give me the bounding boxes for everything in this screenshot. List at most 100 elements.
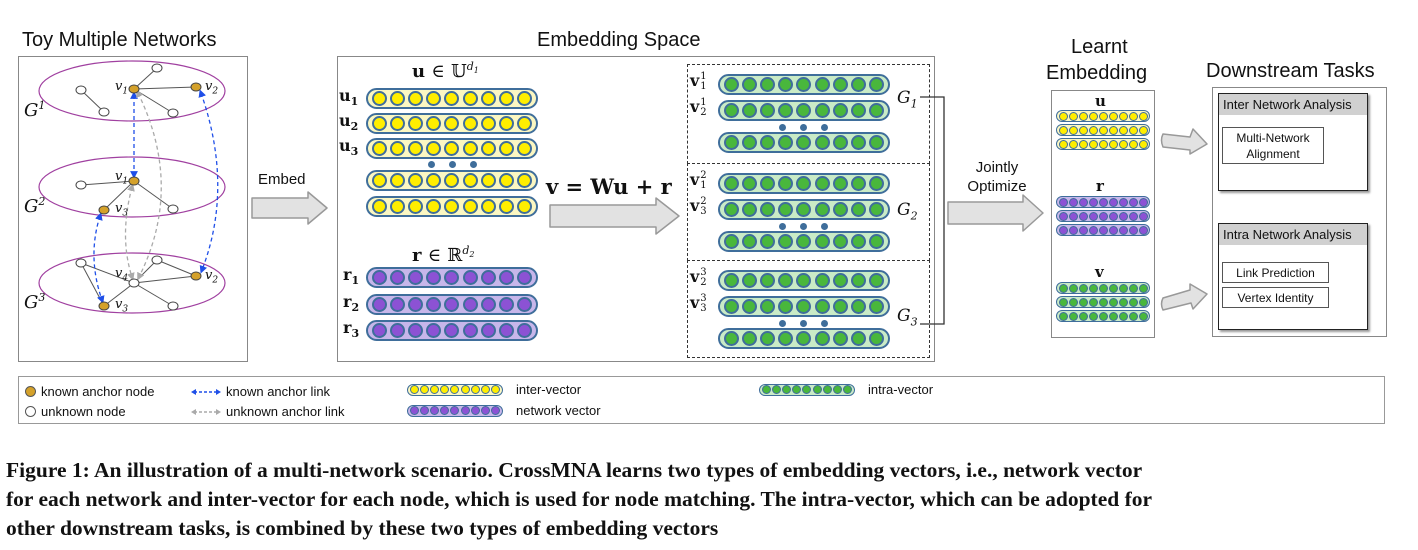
learnt-r-label: r	[1096, 177, 1104, 195]
vector-cell	[389, 173, 405, 188]
vector-cell	[408, 116, 424, 131]
embed-label: Embed	[258, 171, 306, 188]
vector-cell	[1128, 211, 1138, 221]
legend-network-vector: network vector	[407, 403, 601, 418]
known-anchor-link	[93, 212, 105, 304]
link-prediction-task: Link Prediction	[1222, 262, 1329, 283]
vector-cell	[426, 199, 442, 214]
vector-cell	[1088, 111, 1098, 121]
vector-cell	[723, 135, 739, 150]
vector-cell	[1128, 125, 1138, 135]
vector-cell	[1068, 111, 1078, 121]
vector-cell	[408, 141, 424, 156]
known-anchor-link	[198, 89, 219, 274]
known-anchor-link-icon	[191, 388, 221, 395]
vector-cell	[409, 406, 419, 415]
vector-cell	[470, 406, 480, 415]
inter-vector-row	[366, 88, 538, 109]
learnt-u-label: u	[1095, 92, 1106, 110]
vector-cell	[760, 135, 776, 150]
node-label: v2	[205, 268, 219, 286]
vector-cell	[723, 202, 739, 217]
vector-cell	[812, 385, 822, 394]
vector-cell	[408, 270, 424, 285]
vector-cell	[1128, 283, 1138, 293]
learnt-network-vector	[1056, 210, 1150, 222]
legend-known-anchor-link: known anchor link	[191, 384, 330, 399]
vector-cell	[408, 199, 424, 214]
vector-label: u2	[339, 111, 359, 134]
vector-cell	[1088, 283, 1098, 293]
vector-cell	[1138, 139, 1148, 149]
vector-cell	[1128, 111, 1138, 121]
vector-cell	[814, 273, 830, 288]
downstream-tasks-title: Downstream Tasks	[1206, 60, 1375, 82]
vector-cell	[1118, 197, 1128, 207]
vector-cell	[796, 135, 812, 150]
vector-label: r1	[343, 265, 360, 288]
vector-cell	[778, 176, 794, 191]
vector-cell	[771, 385, 781, 394]
vector-cell	[1078, 297, 1088, 307]
vector-cell	[408, 91, 424, 106]
vector-cell	[833, 385, 843, 394]
vector-cell	[832, 273, 848, 288]
toy-networks-panel: G1 G2 G3 v1 v2 v1 v3 v4 v2 v3	[18, 56, 248, 362]
vector-cell	[444, 199, 460, 214]
vector-cell	[371, 173, 387, 188]
vector-cell	[723, 176, 739, 191]
vector-cell	[1058, 311, 1068, 321]
vector-cell	[470, 385, 480, 394]
vector-cell	[869, 202, 885, 217]
vector-cell	[851, 176, 867, 191]
vector-cell	[1108, 125, 1118, 135]
network-vector-row	[366, 267, 538, 288]
vector-cell	[760, 202, 776, 217]
vector-cell	[778, 299, 794, 314]
vector-cell	[741, 331, 757, 346]
graph-label-g3: G3	[24, 291, 46, 313]
vector-cell	[832, 103, 848, 118]
node-label: v3	[115, 201, 129, 219]
vector-cell	[499, 199, 515, 214]
vector-cell	[1058, 111, 1068, 121]
vector-cell	[1108, 225, 1118, 235]
vector-cell	[778, 77, 794, 92]
vector-cell	[741, 234, 757, 249]
learnt-v-label: v	[1095, 263, 1104, 281]
intra-vector-row	[718, 173, 890, 194]
node-label: v4	[115, 266, 129, 284]
vector-cell	[462, 323, 478, 338]
vector-cell	[1098, 139, 1108, 149]
vector-cell	[1108, 311, 1118, 321]
legend-intra-vector: intra-vector	[759, 382, 933, 397]
inter-network-analysis-title: Inter Network Analysis	[1219, 94, 1367, 115]
vector-cell	[796, 103, 812, 118]
vector-cell	[1098, 211, 1108, 221]
toy-networks-graph	[38, 60, 226, 314]
vector-cell	[723, 103, 739, 118]
vector-cell	[760, 176, 776, 191]
vector-cell	[851, 103, 867, 118]
vector-cell	[371, 297, 387, 312]
vector-cell	[444, 173, 460, 188]
vector-cell	[1058, 297, 1068, 307]
vector-cell	[814, 202, 830, 217]
ellipsis-dots	[428, 161, 477, 168]
node-label: v3	[115, 297, 129, 315]
vector-cell	[796, 234, 812, 249]
vector-cell	[462, 116, 478, 131]
vector-cell	[480, 173, 496, 188]
vector-cell	[499, 116, 515, 131]
vector-cell	[480, 270, 496, 285]
vector-cell	[1058, 211, 1068, 221]
vector-cell	[389, 116, 405, 131]
vector-cell	[450, 385, 460, 394]
vector-cell	[517, 270, 533, 285]
vector-cell	[832, 331, 848, 346]
intra-vector-row	[718, 199, 890, 220]
vector-cell	[814, 234, 830, 249]
ellipsis-dots	[779, 124, 828, 131]
